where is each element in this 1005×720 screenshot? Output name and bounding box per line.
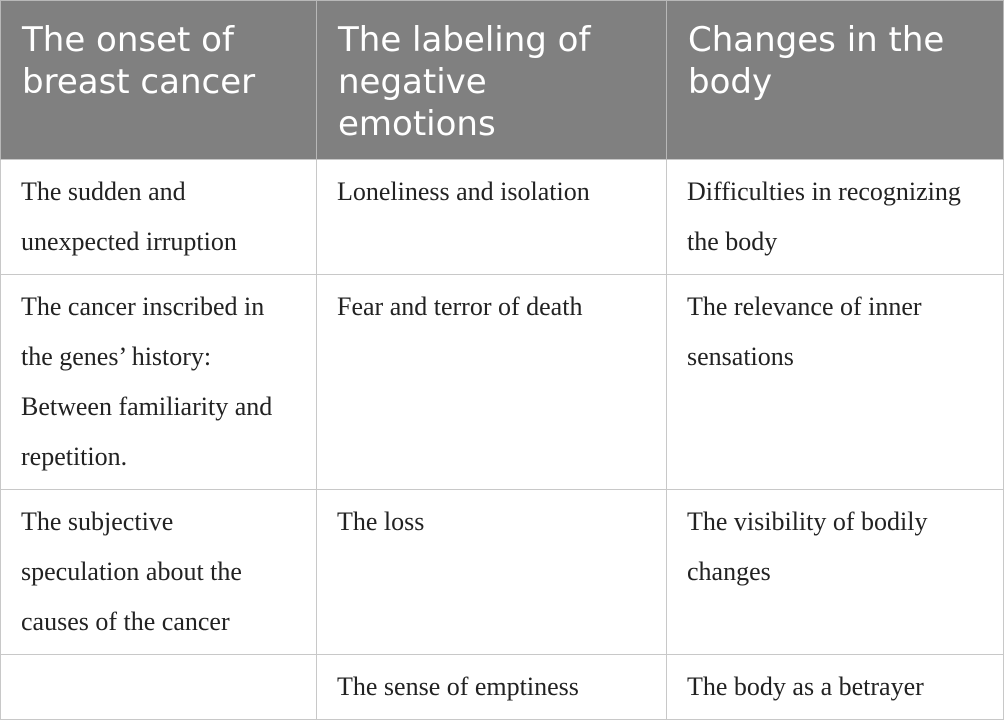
- table-body: The sudden and unexpected irruption Lone…: [0, 159, 1004, 720]
- table-row: The sense of emptiness The body as a bet…: [0, 654, 1004, 720]
- table-cell: The relevance of inner sensations: [666, 274, 1004, 490]
- header-negative-emotions: The labeling of negative emotions: [316, 0, 667, 160]
- header-onset: The onset of breast cancer: [0, 0, 317, 160]
- table-header: The onset of breast cancer The labeling …: [0, 0, 1004, 160]
- table-row: The cancer inscribed in the genes’ histo…: [0, 274, 1004, 490]
- table-row: The sudden and unexpected irruption Lone…: [0, 159, 1004, 275]
- table-cell: The body as a betrayer: [666, 654, 1004, 720]
- table-cell-empty: [0, 654, 317, 720]
- table-cell: The subjective speculation about the cau…: [0, 489, 317, 655]
- table-cell: Loneliness and isolation: [316, 159, 667, 275]
- table-cell: The cancer inscribed in the genes’ histo…: [0, 274, 317, 490]
- table-cell: The visibility of bodily changes: [666, 489, 1004, 655]
- table-cell: The sense of emptiness: [316, 654, 667, 720]
- header-row: The onset of breast cancer The labeling …: [0, 0, 1004, 160]
- table-cell: Fear and terror of death: [316, 274, 667, 490]
- table-cell: Difficulties in recognizing the body: [666, 159, 1004, 275]
- table-cell: The sudden and unexpected irruption: [0, 159, 317, 275]
- table-cell: The loss: [316, 489, 667, 655]
- table-row: The subjective speculation about the cau…: [0, 489, 1004, 655]
- header-body-changes: Changes in the body: [666, 0, 1004, 160]
